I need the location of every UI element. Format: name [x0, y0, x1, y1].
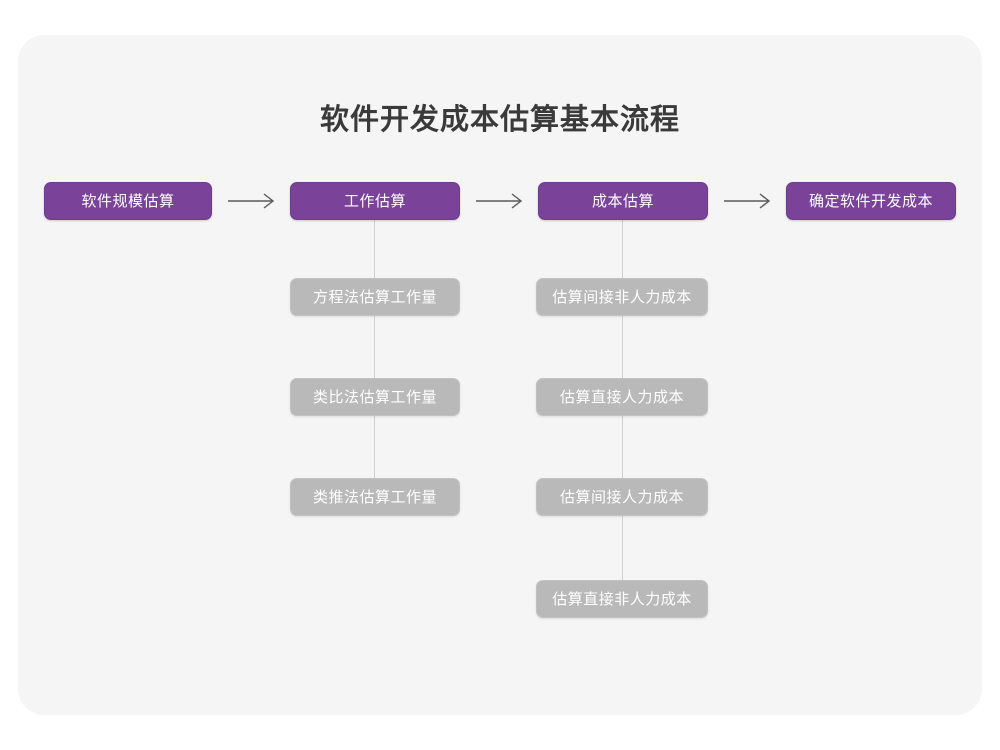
connector-line-work-2 [374, 315, 375, 397]
flow-node-label: 软件规模估算 [81, 192, 175, 210]
flow-node-step-1[interactable]: 软件规模估算 [44, 182, 212, 220]
flow-node-label: 类推法估算工作量 [312, 488, 437, 506]
arrow-right-icon-3 [724, 189, 774, 213]
flow-node-step-2[interactable]: 工作估算 [290, 182, 460, 220]
flow-node-label: 类比法估算工作量 [312, 388, 437, 406]
diagram-card-background [18, 35, 982, 715]
connector-line-cost-3 [622, 415, 623, 497]
arrow-right-icon-2 [476, 189, 526, 213]
flow-node-work-2[interactable]: 类比法估算工作量 [290, 378, 460, 416]
flow-node-step-4[interactable]: 确定软件开发成本 [786, 182, 956, 220]
flow-node-label: 方程法估算工作量 [312, 288, 437, 306]
flow-node-cost-1[interactable]: 估算间接非人力成本 [536, 278, 708, 316]
flow-node-label: 估算直接非人力成本 [552, 590, 692, 608]
flow-node-label: 成本估算 [591, 192, 654, 210]
flow-node-label: 工作估算 [343, 192, 406, 210]
arrow-right-icon-1 [228, 189, 278, 213]
flow-node-step-3[interactable]: 成本估算 [538, 182, 708, 220]
connector-line-work-3 [374, 415, 375, 497]
flow-node-work-3[interactable]: 类推法估算工作量 [290, 478, 460, 516]
flow-node-label: 估算间接人力成本 [559, 488, 684, 506]
connector-line-cost-1 [622, 219, 623, 297]
page-title: 软件开发成本估算基本流程 [319, 104, 680, 136]
flow-node-cost-2[interactable]: 估算直接人力成本 [536, 378, 708, 416]
flow-node-cost-3[interactable]: 估算间接人力成本 [536, 478, 708, 516]
flow-node-cost-4[interactable]: 估算直接非人力成本 [536, 580, 708, 618]
flow-node-work-1[interactable]: 方程法估算工作量 [290, 278, 460, 316]
flow-node-label: 估算间接非人力成本 [552, 288, 692, 306]
connector-line-work-1 [374, 219, 375, 297]
connector-line-cost-4 [622, 515, 623, 597]
flow-node-label: 确定软件开发成本 [808, 192, 933, 210]
connector-line-cost-2 [622, 315, 623, 397]
flow-node-label: 估算直接人力成本 [559, 388, 684, 406]
